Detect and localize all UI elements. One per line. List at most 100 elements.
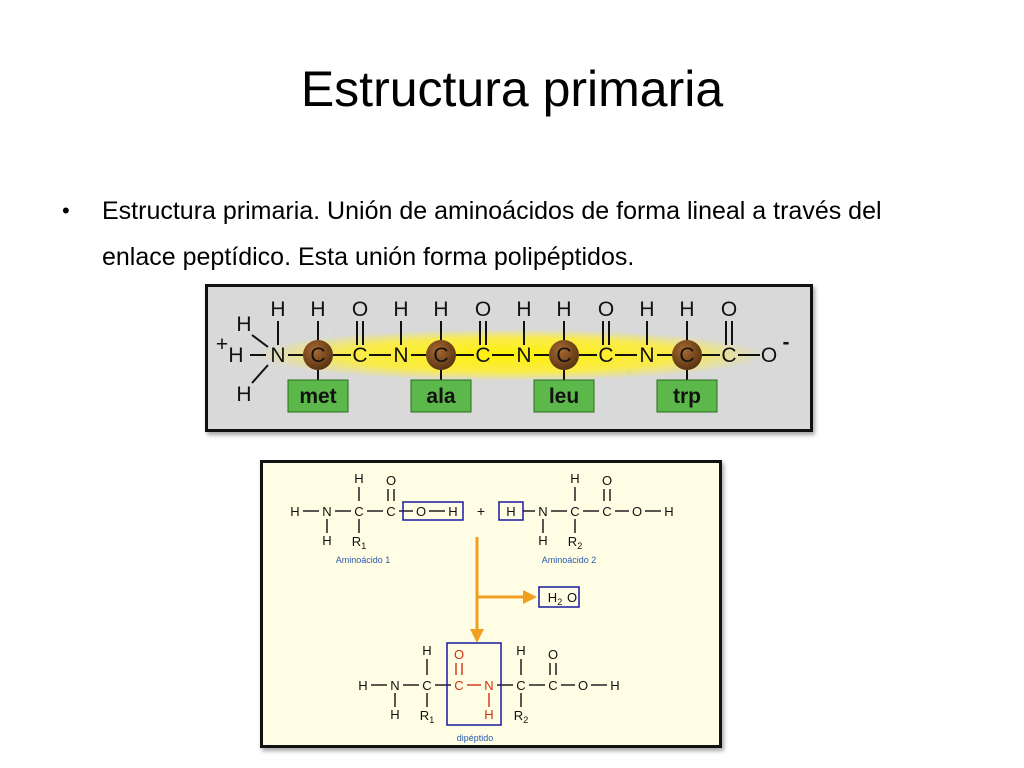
dp-carbonyl-c1: C [454, 678, 463, 693]
chain-n-atom: N [639, 344, 654, 367]
aa2-h-left: H [506, 504, 515, 519]
dp-o: O [578, 678, 588, 693]
peptide-bond-box [446, 642, 502, 726]
amino-acid-label-box [410, 379, 472, 413]
chain-alpha-h-atom: H [433, 298, 448, 321]
amino-acid-label-ala: ala [426, 385, 456, 408]
amino-acid-label-leu: leu [549, 385, 579, 408]
chain-carbonyl-o-atom: O [475, 298, 491, 321]
chain-n-atom: N [393, 344, 408, 367]
chain-carbonyl-c-atom: C [475, 344, 490, 367]
aa2-alpha-c: C [570, 504, 579, 519]
c-term-charge: - [783, 331, 790, 354]
dp-r1: R1 [420, 708, 434, 725]
aa2-carbonyl-c: C [602, 504, 611, 519]
chain-carbonyl-o-atom: O [352, 298, 368, 321]
aa1-alpha-c: C [354, 504, 363, 519]
aa1-h-bottom: H [322, 533, 331, 548]
aa2-h-right: H [664, 504, 673, 519]
aa2-label: Aminoácido 2 [542, 555, 597, 565]
n-term-plus-sign: + [216, 333, 228, 356]
water-o: O [567, 590, 577, 605]
water-h2: H2 [548, 590, 562, 607]
alpha-carbon-ball [549, 340, 579, 370]
dp-o-top1: O [454, 647, 464, 662]
chain-carbonyl-o-atom: O [598, 298, 614, 321]
chain-alpha-c-atom: C [310, 344, 325, 367]
aa1-n: N [322, 504, 331, 519]
aa2-h-bottom: H [538, 533, 547, 548]
chain-alpha-h-atom: H [310, 298, 325, 321]
reaction-arrow-water-head [523, 590, 537, 604]
chain-n-atom: N [516, 344, 531, 367]
n-term-h-mid: H [228, 344, 243, 367]
bullet-dot: • [62, 198, 70, 223]
aa1-label: Aminoácido 1 [336, 555, 391, 565]
aa1-oh-box [402, 501, 464, 521]
aa1-o: O [416, 504, 426, 519]
dp-h-bottom2: H [484, 707, 493, 722]
chain-label-layer: met ala leu trp [287, 379, 718, 413]
chain-bond-layer [250, 321, 760, 384]
dp-h-top1: H [422, 643, 431, 658]
chain-carbonyl-c-atom: C [598, 344, 613, 367]
n-term-bond-bottom [251, 364, 269, 384]
water-box [538, 586, 580, 608]
alpha-carbon-ball [672, 340, 702, 370]
dp-carbonyl-c2: C [548, 678, 557, 693]
dp-h-top2: H [516, 643, 525, 658]
bullet-text: Estructura primaria. Unión de aminoácido… [102, 197, 882, 271]
chain-carbonyl-c-atom: C [721, 344, 736, 367]
slide-title: Estructura primaria [300, 61, 724, 117]
aa2-n: N [538, 504, 547, 519]
amino-acid-label-box [533, 379, 595, 413]
alpha-carbon-ball [303, 340, 333, 370]
dp-alpha-c2: C [516, 678, 525, 693]
n-term-h-top: H [236, 313, 251, 336]
dp-r2: R2 [514, 708, 528, 725]
n-term-h-bottom: H [236, 383, 251, 406]
chain-alpha-c-atom: C [679, 344, 694, 367]
chain-carbonyl-o-atom: O [721, 298, 737, 321]
chain-amide-h-atom: H [639, 298, 654, 321]
aa1-carbonyl-c: C [386, 504, 395, 519]
aa1-h-top: H [354, 471, 363, 486]
dp-alpha-c1: C [422, 678, 431, 693]
chain-alpha-c-atom: C [556, 344, 571, 367]
chain-n-atom: N [270, 344, 285, 367]
dp-o-top2: O [548, 647, 558, 662]
amino-acid-label-box [656, 379, 718, 413]
dp-h-right: H [610, 678, 619, 693]
amino-acid-label-met: met [299, 385, 336, 408]
amino-acid-label-trp: trp [673, 385, 701, 408]
reaction-plus: + [477, 503, 485, 519]
c-term-o-atom: O [761, 344, 777, 367]
aa2-o-top: O [602, 473, 612, 488]
chain-amide-h-atom: H [516, 298, 531, 321]
aa1-h-right: H [448, 504, 457, 519]
dp-n1: N [390, 678, 399, 693]
chain-amide-h-atom: H [393, 298, 408, 321]
aa1-r1: R1 [352, 534, 366, 551]
chain-alpha-c-atom: C [433, 344, 448, 367]
aa1-o-top: O [386, 473, 396, 488]
chain-carbonyl-c-atom: C [352, 344, 367, 367]
chain-alpha-h-atom: H [556, 298, 571, 321]
dp-h-left: H [358, 678, 367, 693]
dipeptide-label: dipéptido [457, 733, 494, 743]
aa1-h-left: H [290, 504, 299, 519]
aa2-o: O [632, 504, 642, 519]
n-term-bond-top [251, 334, 269, 348]
reaction-arrow-down-head [470, 629, 484, 643]
aa2-r2: R2 [568, 534, 582, 551]
chain-alpha-h-atom: H [679, 298, 694, 321]
aa2-h-top: H [570, 471, 579, 486]
dp-h-bottom1: H [390, 707, 399, 722]
amino-acid-label-box [287, 379, 349, 413]
